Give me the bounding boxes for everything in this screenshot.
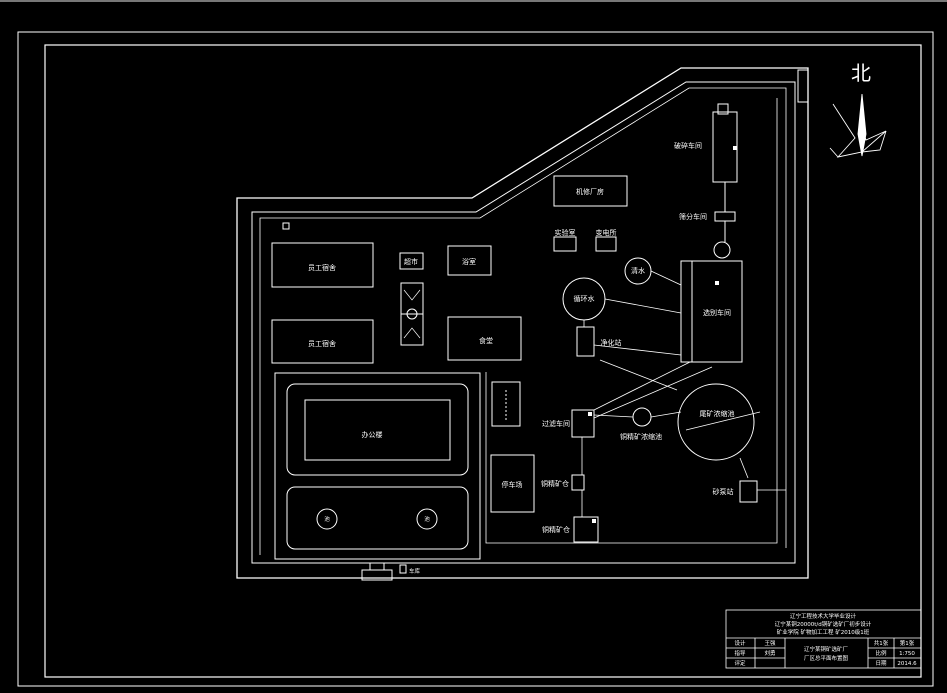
flotation-plant — [680, 260, 743, 363]
copper-storage-1 — [571, 474, 585, 491]
supermarket — [399, 252, 424, 270]
copper-thickener — [632, 407, 652, 427]
tb-sheet-no: 第1张 — [900, 639, 915, 647]
road-loop — [485, 98, 778, 544]
sports-court — [400, 282, 424, 346]
inner-frame — [44, 44, 922, 678]
tb-date-label: 日期 — [875, 660, 887, 667]
tb-date-value: 2014.6 — [897, 661, 917, 667]
pipelines — [581, 270, 786, 517]
tb-sheet-label: 共1张 — [874, 639, 889, 647]
tank-right — [416, 508, 438, 530]
tank-left — [316, 508, 338, 530]
lab — [553, 236, 577, 252]
tank-left-label: 池 — [324, 515, 330, 523]
north-label: 北 — [851, 61, 871, 85]
screening-label: 筛分车间 — [679, 212, 707, 221]
parking-lot — [490, 454, 535, 513]
tank-right-label: 池 — [424, 515, 430, 523]
crushing-label: 破碎车间 — [674, 141, 702, 150]
filter-plant — [571, 409, 595, 438]
circulating-water-label: 循环水 — [574, 294, 595, 303]
dorm-1-label: 员工宿舍 — [308, 263, 336, 272]
tb-scale-value: 1:750 — [899, 651, 915, 657]
tb-guide-label: 指导 — [734, 649, 746, 657]
tailings-label: 尾矿浓缩池 — [700, 409, 735, 418]
office-compound — [274, 372, 481, 560]
repair-label: 机修厂房 — [576, 187, 604, 196]
canteen-label: 食堂 — [479, 336, 493, 345]
office-label: 办公楼 — [362, 430, 383, 439]
corner-gate — [797, 69, 809, 103]
main-gate — [361, 563, 407, 581]
copper-thickener-label: 铜精矿浓缩池 — [620, 432, 662, 441]
tb-review-label: 评定 — [734, 659, 746, 667]
copper-storage-1-label: 铜精矿仓 — [541, 479, 569, 488]
outer-frame — [17, 31, 934, 687]
copper-storage-2-label: 铜精矿仓 — [542, 525, 570, 534]
gate-label: 车库 — [409, 567, 421, 575]
repair-shop — [553, 175, 628, 207]
title-block — [725, 609, 922, 669]
flotation-label: 选别车间 — [703, 308, 731, 317]
tb-line2: 辽宁某铜20000t/d铜矿选矿厂初步设计 — [775, 620, 872, 628]
garden — [286, 486, 469, 550]
copper-storage-2 — [573, 516, 599, 543]
small-warehouse — [491, 381, 521, 427]
canteen — [447, 316, 522, 361]
supermarket-label: 超市 — [404, 257, 418, 266]
office-building — [304, 399, 451, 461]
tailings-thickener — [677, 383, 755, 461]
parking-label: 停车场 — [502, 480, 523, 489]
site-boundary — [236, 67, 809, 579]
lab-label: 实验室 — [555, 228, 576, 237]
road-outer — [251, 81, 796, 564]
distribution-bin — [713, 241, 731, 259]
tb-scale-label: 比例 — [875, 649, 887, 657]
office-yard — [286, 383, 469, 476]
pump-station — [739, 480, 758, 503]
filter-label: 过滤车间 — [542, 419, 570, 428]
tb-line3: 矿业学院 矿物加工工程 矿2010级1班 — [777, 628, 870, 636]
north-arrow-icon — [829, 93, 887, 158]
clinic-label: 变电所 — [596, 228, 617, 237]
dorm-1 — [271, 242, 374, 288]
tb-line1: 辽宁工程技术大学毕业设计 — [790, 612, 857, 620]
purification-station — [576, 326, 595, 357]
tb-design-name: 王强 — [764, 640, 776, 647]
purification-label: 净化站 — [601, 338, 622, 347]
tb-design-label: 设计 — [734, 639, 746, 647]
pump-label: 砂泵站 — [713, 487, 734, 496]
screening-plant — [714, 211, 736, 222]
tb-guide-name: 刘勇 — [764, 649, 775, 657]
clinic — [595, 236, 617, 252]
dorm-2 — [271, 319, 374, 364]
bathhouse-label: 浴室 — [462, 257, 476, 266]
road-inner — [259, 87, 787, 555]
small-marker — [282, 222, 290, 230]
bathhouse — [447, 245, 492, 276]
clear-water-label: 清水 — [631, 266, 645, 275]
tb-drawing-title-2: 厂区总平面布置图 — [804, 654, 849, 662]
tb-drawing-title-1: 辽宁某铜矿选矿厂 — [804, 645, 849, 653]
dorm-2-label: 员工宿舍 — [308, 339, 336, 348]
